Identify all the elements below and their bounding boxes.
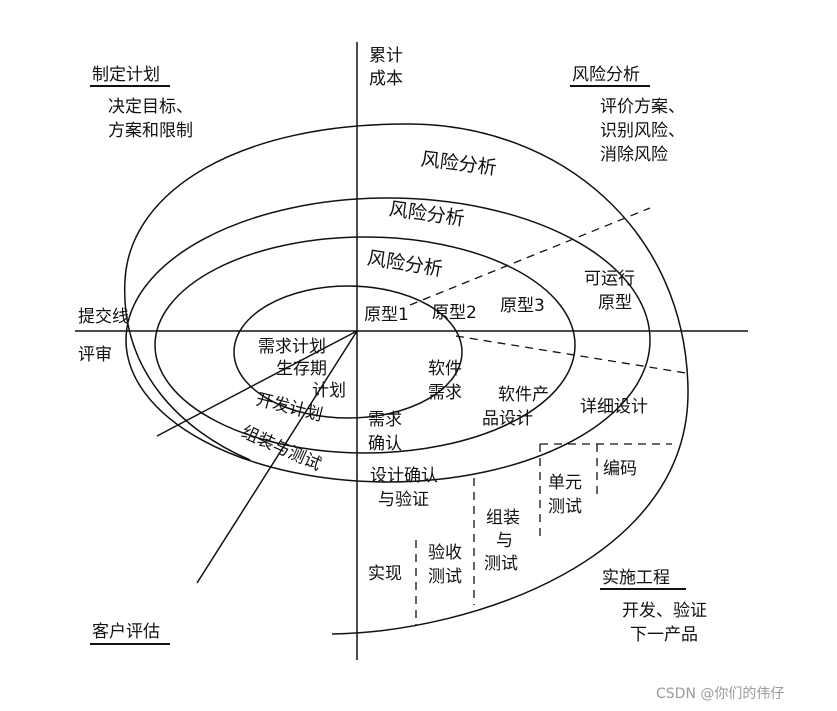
prototype-2-label: 原型2 xyxy=(432,303,477,323)
software-requirements-label: 需求 xyxy=(428,383,462,403)
design-validation-label: 设计确认 xyxy=(370,466,438,486)
risk-analysis-inner-label: 风险分析 xyxy=(366,247,445,281)
watermark: CSDN @你们的伟仔 xyxy=(656,686,784,702)
operational-prototype-label: 可运行 xyxy=(584,269,635,289)
product-design-label: 软件产 xyxy=(498,385,549,405)
prototype-1-label: 原型1 xyxy=(364,305,409,325)
acceptance-test-label: 验收 xyxy=(428,543,462,563)
design-validation-label: 与验证 xyxy=(378,490,429,510)
requirements-plan-label: 生存期 xyxy=(276,359,327,379)
risk-analysis-outer-label: 风险分析 xyxy=(420,148,498,179)
risk-desc: 评价方案、 xyxy=(600,97,685,117)
prototype-3-label: 原型3 xyxy=(500,296,545,316)
engineering-desc: 开发、验证 xyxy=(622,601,707,621)
cumulative-cost-label: 累计 xyxy=(369,46,403,66)
planning-desc: 方案和限制 xyxy=(108,121,193,141)
spiral-ring-2 xyxy=(154,236,576,454)
unit-test-label: 单元 xyxy=(548,473,582,493)
spiral-ring-1 xyxy=(233,285,463,419)
unit-test-label: 测试 xyxy=(548,497,582,517)
evaluation-ray-1 xyxy=(156,330,358,437)
integration-test-label: 组装 xyxy=(486,508,520,528)
engineering-title: 实施工程 xyxy=(602,568,670,588)
requirements-plan-label: 需求计划 xyxy=(258,337,326,357)
evaluation-ray-2 xyxy=(196,330,358,584)
engineering-desc: 下一产品 xyxy=(630,625,698,645)
risk-desc: 识别风险、 xyxy=(600,121,685,141)
cumulative-cost-label: 成本 xyxy=(369,69,403,89)
software-requirements-label: 软件 xyxy=(428,359,462,379)
plan-suffix-label: 计划 xyxy=(312,381,346,401)
planning-title: 制定计划 xyxy=(92,65,160,85)
review-label: 评审 xyxy=(78,345,112,365)
integration-test-label: 与 xyxy=(496,531,513,551)
coding-label: 编码 xyxy=(603,459,637,479)
commit-line-label: 提交线 xyxy=(78,307,129,327)
planning-desc: 决定目标、 xyxy=(108,97,193,117)
risk-title: 风险分析 xyxy=(572,65,640,85)
operational-prototype-label: 原型 xyxy=(598,293,632,313)
risk-desc: 消除风险 xyxy=(600,145,668,165)
evaluation-title: 客户评估 xyxy=(92,622,160,642)
requirements-validation-label: 确认 xyxy=(368,434,402,454)
spiral-ring-4 xyxy=(124,123,689,635)
detailed-design-label: 详细设计 xyxy=(580,397,648,417)
design-divider xyxy=(455,335,687,374)
acceptance-test-label: 测试 xyxy=(428,567,462,587)
implementation-label: 实现 xyxy=(368,564,402,584)
spiral-ring-3 xyxy=(125,197,651,483)
integration-test-label: 测试 xyxy=(484,554,518,574)
prototype-divider xyxy=(409,207,651,306)
product-design-label: 品设计 xyxy=(482,409,533,429)
requirements-validation-label: 需求 xyxy=(368,410,402,430)
